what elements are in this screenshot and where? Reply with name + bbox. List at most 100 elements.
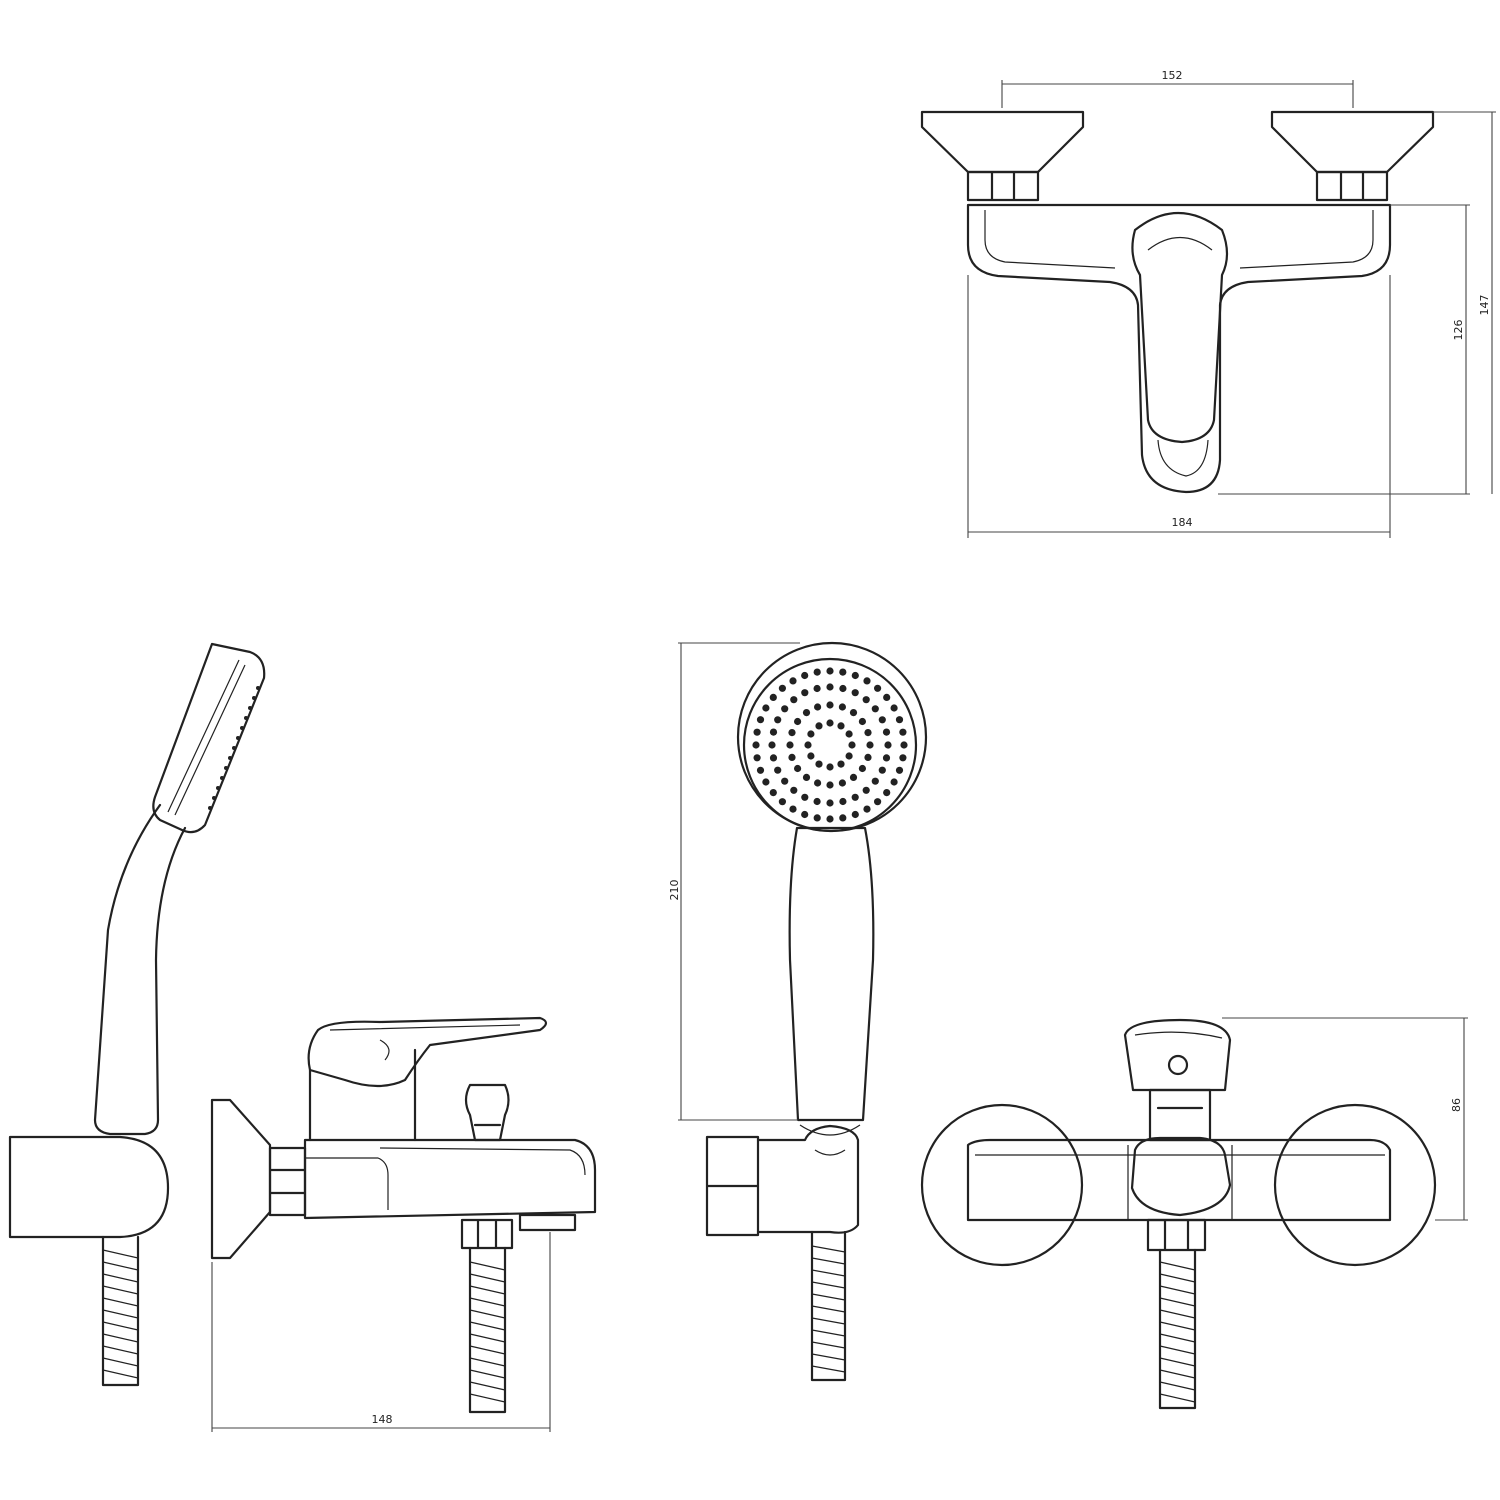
dim-147: 147 <box>1433 111 1496 494</box>
shower-nozzle <box>789 677 797 685</box>
shower-nozzle <box>900 741 908 749</box>
shower-nozzle <box>801 671 809 680</box>
shower-nozzle <box>845 730 853 738</box>
shower-nozzle <box>884 741 892 749</box>
top-lever-detail <box>1147 237 1213 477</box>
shower-nozzle <box>862 786 870 794</box>
shower-nozzle <box>839 814 847 822</box>
shower-nozzle <box>837 760 845 768</box>
front-view: 86 <box>920 1017 1468 1410</box>
side-flange <box>210 1098 272 1260</box>
shower-nozzle <box>826 815 834 823</box>
dim-86: 86 <box>1222 1017 1468 1221</box>
front-left-flange <box>920 1103 1084 1267</box>
dim-152-label: 152 <box>1162 69 1183 82</box>
shower-nozzle <box>883 789 891 797</box>
shower-hose <box>810 1230 847 1382</box>
shower-nozzle <box>768 741 776 749</box>
shower-nozzle <box>814 779 822 787</box>
shower-nozzle <box>839 668 847 676</box>
top-body-inner <box>968 204 1390 269</box>
dim-126: 126 <box>1218 204 1470 495</box>
shower-nozzle <box>837 722 845 730</box>
shower-nozzle <box>753 754 761 762</box>
shower-nozzle <box>864 729 872 737</box>
shower-nozzle <box>826 781 834 789</box>
front-lever-cap-detail <box>1134 1031 1223 1039</box>
shower-nozzle <box>878 716 886 724</box>
shower-nozzle <box>813 797 821 806</box>
shower-nozzle <box>839 797 847 806</box>
shower-nozzle <box>858 764 867 773</box>
top-left-nut <box>966 170 1040 202</box>
front-body-inner <box>975 1145 1385 1220</box>
side-hose-center-coils <box>469 1261 506 1403</box>
shower-nozzle <box>864 753 872 762</box>
shower-nozzle <box>890 704 898 712</box>
shower-nozzle <box>826 799 834 807</box>
shower-nozzle <box>838 779 847 787</box>
shower-nozzle <box>871 777 879 785</box>
shower-nozzle <box>890 778 898 786</box>
shower-nozzle <box>801 793 809 801</box>
shower-nozzle <box>862 696 870 704</box>
shower-nozzle <box>769 728 778 736</box>
shower-nozzle <box>801 810 809 819</box>
shower-nozzle <box>769 789 777 797</box>
shower-nozzle <box>813 814 821 822</box>
shower-nozzle <box>899 754 907 762</box>
shower-nozzle <box>802 773 811 782</box>
dim-184: 184 <box>967 275 1391 538</box>
side-body-inner <box>305 1147 586 1210</box>
top-right-nut <box>1315 170 1389 202</box>
shower-nozzle <box>871 705 879 713</box>
dim-210: 210 <box>668 642 800 1121</box>
shower-nozzle <box>826 701 834 709</box>
shower-nozzle <box>826 667 834 675</box>
top-left-flange <box>920 110 1085 174</box>
shower-nozzle <box>769 693 777 702</box>
shower-nozzle <box>845 752 853 760</box>
front-body <box>966 1138 1392 1222</box>
shower-holder-detail <box>799 1124 861 1156</box>
front-indicator <box>1167 1054 1189 1076</box>
side-nozzle-dots <box>208 686 260 810</box>
shower-nozzle <box>899 728 907 736</box>
shower-nozzle <box>790 786 798 794</box>
side-lever-detail <box>329 1024 521 1061</box>
shower-nozzle <box>815 722 823 730</box>
shower-nozzle <box>774 766 782 774</box>
shower-nozzle <box>802 709 811 717</box>
front-cartridge <box>1148 1088 1212 1142</box>
handshower-front-view: 210 <box>668 641 928 1382</box>
shower-nozzle <box>849 773 858 782</box>
shower-nozzle <box>882 754 891 762</box>
shower-nozzle <box>807 730 815 738</box>
shower-nozzle <box>794 764 802 773</box>
shower-nozzle <box>838 703 847 711</box>
shower-nozzle <box>786 741 794 749</box>
shower-nozzle <box>826 719 834 727</box>
shower-nozzle <box>895 716 904 724</box>
shower-nozzle <box>851 671 859 680</box>
shower-nozzle <box>883 693 891 702</box>
shower-nozzle <box>826 683 834 691</box>
shower-nozzle <box>813 668 821 676</box>
shower-nozzle <box>882 728 891 736</box>
side-column <box>308 1048 417 1142</box>
shower-nozzle <box>839 684 847 693</box>
shower-nozzle <box>878 766 886 774</box>
shower-nozzle <box>774 716 782 724</box>
top-lever <box>1131 212 1229 444</box>
shower-nozzle <box>858 717 867 726</box>
shower-nozzle <box>781 705 789 713</box>
shower-nozzle <box>778 798 787 806</box>
dim-86-label: 86 <box>1450 1098 1463 1112</box>
side-hose-connector <box>460 1218 514 1250</box>
shower-nozzle <box>789 805 797 813</box>
shower-nozzle <box>813 684 821 693</box>
dim-147-label: 147 <box>1478 295 1491 316</box>
shower-nozzle <box>788 729 796 737</box>
side-handshower-handle <box>93 803 187 1136</box>
front-lever-cap <box>1123 1018 1232 1092</box>
